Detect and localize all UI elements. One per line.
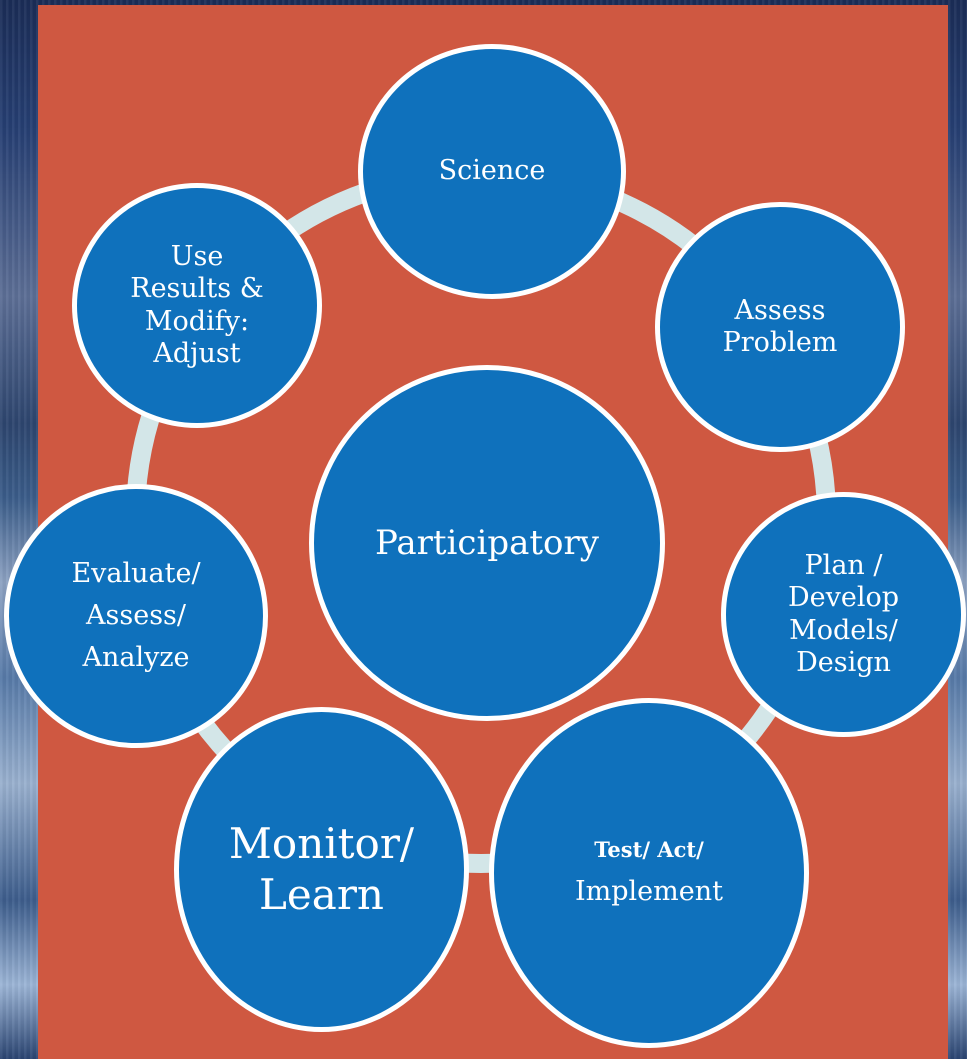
node-test-bold-line: Test/ Act/ bbox=[594, 837, 704, 863]
node-plan-line-4: Design bbox=[796, 646, 891, 678]
node-plan-develop-models-design: Plan / Develop Models/ Design bbox=[721, 492, 966, 737]
node-monitor-learn: Monitor/ Learn bbox=[174, 707, 469, 1032]
node-use-results-modify-adjust: Use Results & Modify: Adjust bbox=[72, 183, 322, 428]
node-assess-problem-line-2: Problem bbox=[722, 327, 838, 358]
node-test-act-implement: Test/ Act/ Implement bbox=[489, 698, 809, 1048]
node-evaluate-line-1: Evaluate/ bbox=[71, 558, 201, 590]
node-assess-problem-line-1: Assess bbox=[734, 294, 826, 326]
node-evaluate-assess-analyze: Evaluate/ Assess/ Analyze bbox=[4, 484, 268, 748]
node-use-line-3: Modify: bbox=[144, 305, 250, 337]
center-label: Participatory bbox=[375, 522, 599, 563]
node-monitor-line-1: Monitor/ bbox=[228, 819, 415, 869]
node-test-line: Implement bbox=[575, 876, 723, 908]
node-use-line-1: Use bbox=[170, 240, 224, 272]
node-plan-line-3: Models/ bbox=[789, 614, 898, 646]
node-monitor-line-2: Learn bbox=[259, 869, 384, 919]
node-science: Science bbox=[358, 44, 626, 299]
node-plan-line-2: Develop bbox=[787, 582, 900, 614]
node-use-line-4: Adjust bbox=[153, 337, 241, 369]
node-science-line-1: Science bbox=[438, 155, 546, 187]
node-plan-line-1: Plan / bbox=[804, 549, 883, 581]
node-evaluate-line-2: Assess/ bbox=[86, 600, 186, 632]
node-assess-problem: Assess Problem bbox=[655, 202, 905, 452]
node-use-line-2: Results & bbox=[130, 273, 264, 305]
node-evaluate-line-3: Analyze bbox=[82, 641, 190, 673]
node-center-participatory: Participatory bbox=[309, 365, 665, 721]
